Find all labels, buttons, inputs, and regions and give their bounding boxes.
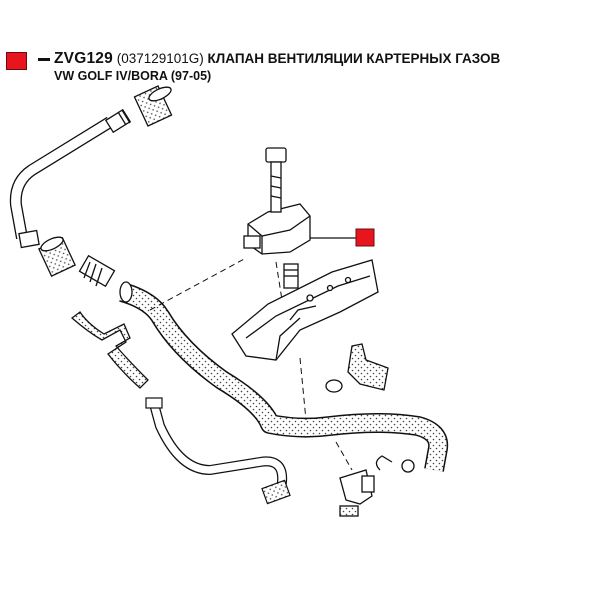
main-crankcase-hose	[119, 281, 449, 472]
red-square-marker-icon	[6, 52, 27, 70]
vehicle-application: VW GOLF IV/BORA (97-05)	[54, 69, 212, 83]
small-hose-right	[325, 343, 389, 393]
valve-nipple	[283, 263, 299, 289]
bolt	[265, 147, 287, 213]
hose-sleeve-top	[133, 85, 173, 127]
dashed-leaders	[149, 257, 353, 471]
clamps-bottom	[375, 455, 415, 473]
part-title-line: ZVG129 (037129101G) КЛАПАН ВЕНТИЛЯЦИИ КА…	[54, 50, 500, 68]
oem-number: (037129101G)	[116, 51, 204, 66]
pcv-valve	[243, 203, 311, 255]
y-hose-left	[70, 311, 149, 389]
breather-pipe-left	[9, 108, 132, 249]
callout-marker-icon	[355, 228, 375, 247]
dash-icon	[38, 58, 50, 61]
part-code: ZVG129	[54, 50, 113, 67]
part-name: КЛАПАН ВЕНТИЛЯЦИИ КАРТЕРНЫХ ГАЗОВ	[207, 51, 501, 66]
fitting-small	[78, 254, 116, 288]
hose-sleeve-mid	[38, 236, 76, 277]
valve-cover	[231, 259, 379, 361]
breather-tube-lower	[145, 397, 291, 505]
valve-assembly-bottom	[339, 469, 375, 517]
